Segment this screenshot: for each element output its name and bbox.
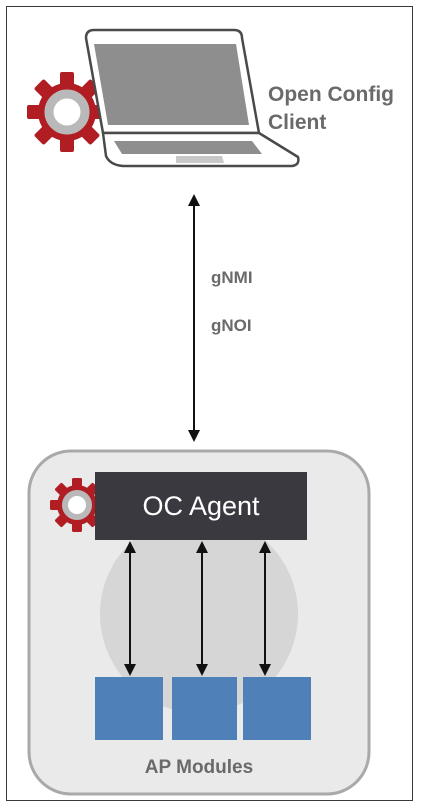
ap-module-box — [95, 677, 163, 740]
client-label-line1: Open Config — [268, 83, 394, 106]
oc-agent-box — [95, 472, 307, 540]
oc-agent-label: OC Agent — [142, 491, 260, 521]
laptop-icon — [84, 28, 300, 168]
client-label-line2: Client — [268, 111, 326, 134]
gear-icon — [27, 72, 107, 152]
protocol-label-gnoi: gNOI — [211, 316, 252, 335]
ap-module-box — [243, 677, 311, 740]
protocol-label-gnmi: gNMI — [211, 268, 253, 287]
ap-module-box — [172, 677, 237, 740]
ap-modules-label: AP Modules — [145, 757, 253, 778]
